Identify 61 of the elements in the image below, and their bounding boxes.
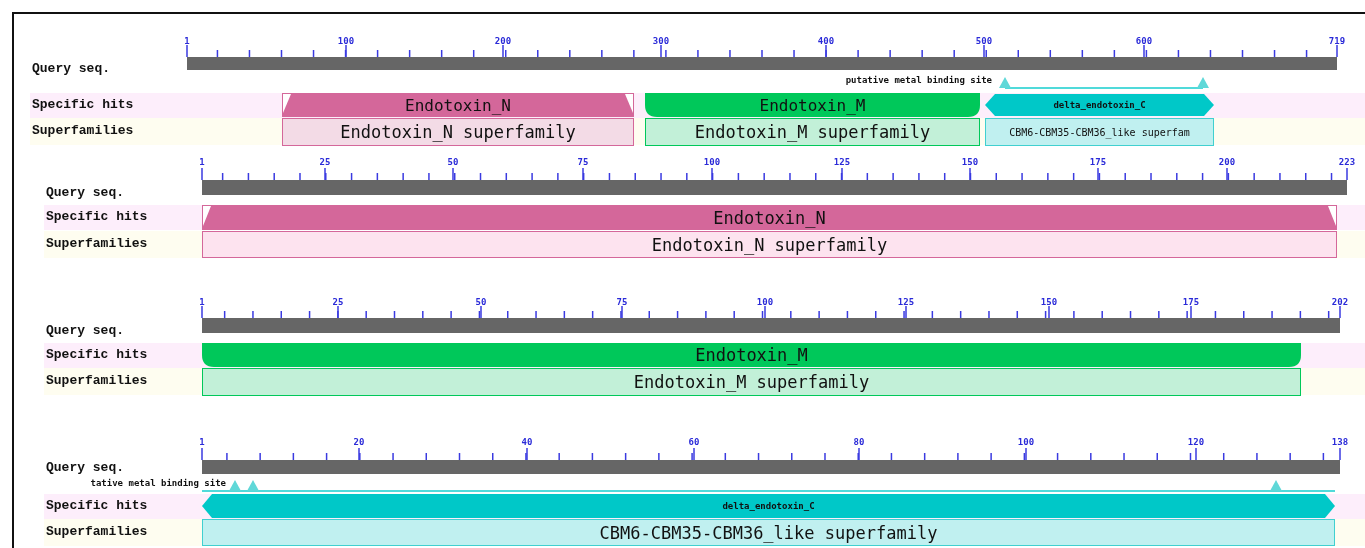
tick-label: 150 — [1040, 297, 1058, 307]
tick-label: 150 — [961, 157, 979, 167]
superfamily-box: Endotoxin_N superfamily — [202, 231, 1337, 258]
tick-label: 125 — [833, 157, 851, 167]
row-label: Query seq. — [46, 323, 124, 338]
tick-label: 125 — [897, 297, 915, 307]
tick-label: 100 — [337, 36, 355, 46]
row-label: Specific hits — [46, 498, 148, 513]
tick-label: 25 — [319, 157, 331, 167]
row-label: Superfamilies — [46, 524, 148, 539]
tick-label: 500 — [975, 36, 993, 46]
tick-label: 400 — [817, 36, 835, 46]
tick-label: 719 — [1328, 36, 1346, 46]
superfamily-box: CBM6-CBM35-CBM36_like superfamily — [202, 519, 1335, 546]
tick-label: 1 — [199, 297, 205, 307]
domain-bar: delta_endotoxin_C — [202, 494, 1335, 518]
tick-label: 1 — [184, 36, 190, 46]
tick-label: 600 — [1135, 36, 1153, 46]
row-label: Superfamilies — [32, 123, 134, 138]
domain-bar: Endotoxin_N — [202, 205, 1337, 230]
row-label: Superfamilies — [46, 236, 148, 251]
domain-bar: Endotoxin_N — [282, 93, 634, 117]
domain-bar: Endotoxin_M — [645, 93, 980, 117]
tick-label: 138 — [1331, 437, 1349, 447]
superfamily-box: Endotoxin_M superfamily — [202, 368, 1301, 396]
row-label: Specific hits — [32, 97, 134, 112]
tick-label: 20 — [353, 437, 365, 447]
row-label: Query seq. — [46, 185, 124, 200]
tick-label: 120 — [1187, 437, 1205, 447]
row-label: Superfamilies — [46, 373, 148, 388]
row-label: Specific hits — [46, 209, 148, 224]
tick-label: 100 — [756, 297, 774, 307]
row-label: Query seq. — [46, 460, 124, 475]
tick-label: 223 — [1338, 157, 1356, 167]
tick-label: 75 — [577, 157, 589, 167]
tick-label: 50 — [447, 157, 459, 167]
superfamily-box: CBM6-CBM35-CBM36_like superfam — [985, 118, 1214, 146]
row-label: Specific hits — [46, 347, 148, 362]
domain-bar: delta_endotoxin_C — [985, 94, 1214, 116]
tick-label: 200 — [494, 36, 512, 46]
tick-label: 202 — [1331, 297, 1349, 307]
tick-label: 175 — [1182, 297, 1200, 307]
tick-label: 1 — [199, 157, 205, 167]
superfamily-box: Endotoxin_M superfamily — [645, 118, 980, 146]
tick-label: 300 — [652, 36, 670, 46]
domain-bar: Endotoxin_M — [202, 343, 1301, 367]
superfamily-box: Endotoxin_N superfamily — [282, 118, 634, 146]
tick-label: 100 — [1017, 437, 1035, 447]
tick-label: 40 — [521, 437, 533, 447]
tick-label: 1 — [199, 437, 205, 447]
tick-label: 25 — [332, 297, 344, 307]
tick-label: 175 — [1089, 157, 1107, 167]
tick-label: 100 — [703, 157, 721, 167]
site-label: tative metal binding site — [90, 478, 226, 488]
tick-label: 75 — [616, 297, 628, 307]
tick-label: 200 — [1218, 157, 1236, 167]
row-label: Query seq. — [32, 61, 110, 76]
tick-label: 60 — [688, 437, 700, 447]
tick-label: 80 — [853, 437, 865, 447]
site-label: putative metal binding site — [845, 75, 992, 85]
tick-label: 50 — [475, 297, 487, 307]
